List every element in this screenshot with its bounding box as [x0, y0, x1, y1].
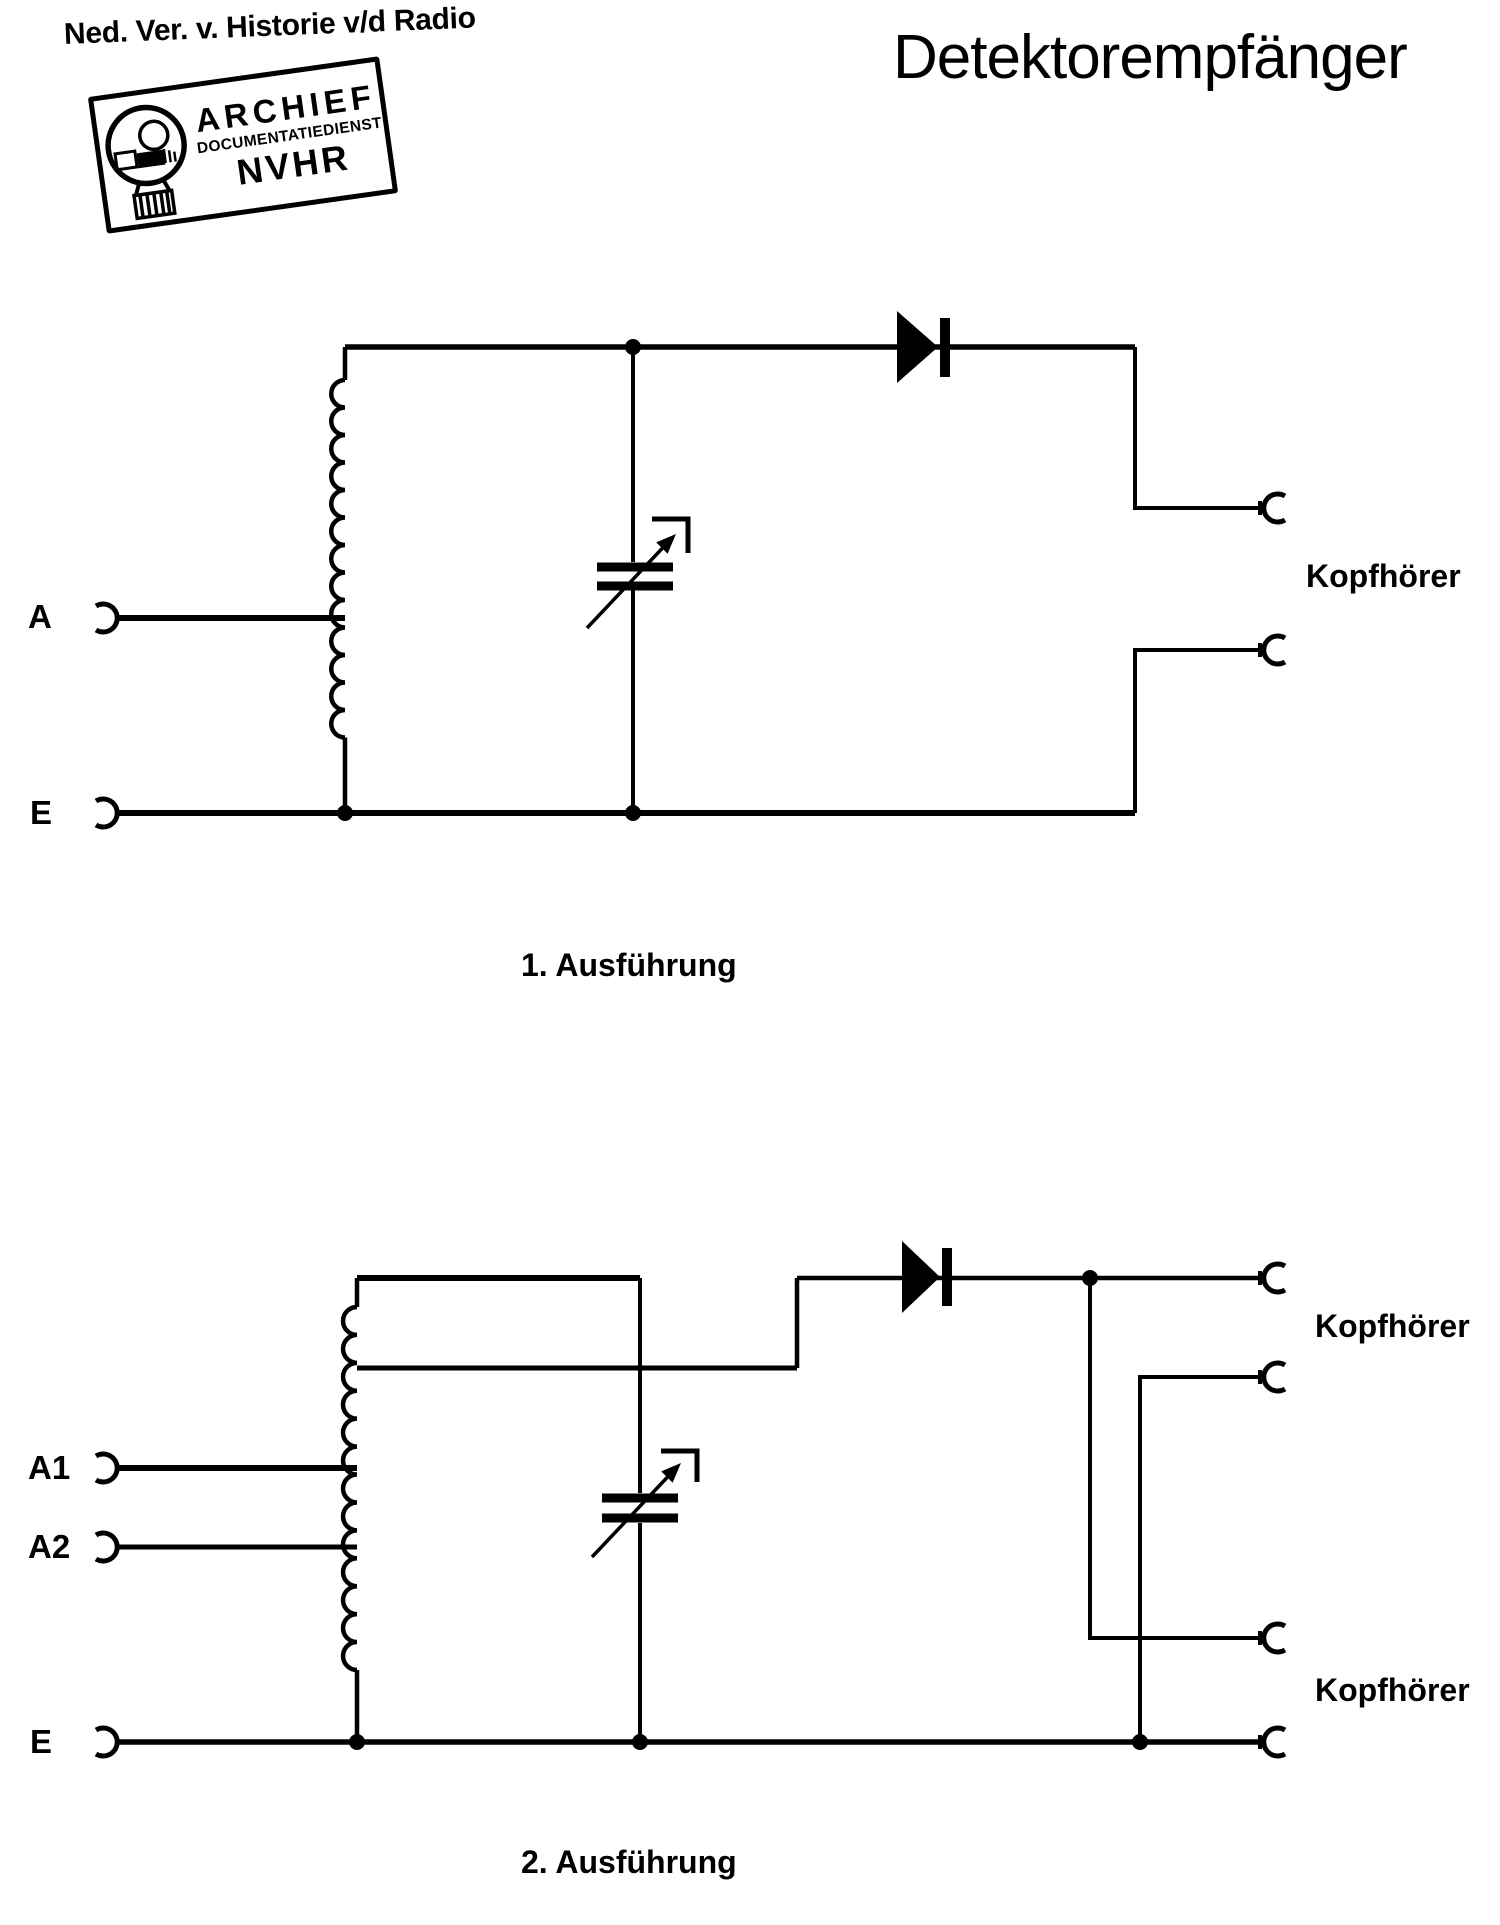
circuit-2: [94, 1241, 1287, 1759]
coil-icon: [329, 347, 348, 813]
headphone-terminal-icon: [1261, 1261, 1287, 1295]
circuit1-caption: 1. Ausführung: [521, 947, 737, 983]
variable-capacitor-icon: [590, 1278, 700, 1742]
headphone-terminal-icon: [1261, 1725, 1287, 1759]
antenna-connector-icon: [94, 601, 120, 635]
junction-dots: [349, 1270, 1148, 1750]
headphone-terminal-icon: [1261, 633, 1287, 667]
earth-connector-icon: [94, 1725, 120, 1759]
variable-capacitor-icon: [585, 347, 691, 813]
headphone-terminal-icon: [1261, 1621, 1287, 1655]
circuit-1: [94, 311, 1287, 830]
headphone-wire-top: [1133, 347, 1260, 510]
circuit2-headphone-bottom-label: Kopfhörer: [1315, 1672, 1470, 1708]
diode-icon: [902, 1241, 952, 1313]
headphone1-return-wire: [1088, 1278, 1260, 1640]
headphone2-feed-wire: [1138, 1375, 1260, 1742]
circuit2-earth-label: E: [30, 1723, 53, 1760]
circuit2-caption: 2. Ausführung: [521, 1844, 737, 1880]
page-title: Detektorempfänger: [893, 23, 1408, 92]
circuit1-earth-label: E: [30, 794, 53, 831]
coil-icon: [340, 1278, 360, 1742]
antenna2-connector-icon: [94, 1530, 120, 1564]
headphone-wire-bottom: [1133, 648, 1260, 813]
junction-dots: [337, 339, 641, 821]
diode-icon: [897, 311, 950, 383]
earth-connector-icon: [94, 796, 120, 830]
circuit2-headphone-top-label: Kopfhörer: [1315, 1308, 1470, 1344]
circuit2-antenna2-label: A2: [28, 1528, 71, 1565]
circuit1-headphone-label: Kopfhörer: [1306, 558, 1461, 594]
circuit1-antenna-label: A: [28, 598, 52, 635]
headphone-terminal-icon: [1261, 491, 1287, 525]
archive-stamp: ARCHIEF DOCUMENTATIEDIENST NVHR: [87, 56, 399, 234]
nvhr-balloon-logo-icon: [105, 104, 187, 221]
circuit2-antenna1-label: A1: [28, 1449, 71, 1486]
antenna1-connector-icon: [94, 1451, 120, 1485]
headphone-terminal-icon: [1261, 1360, 1287, 1394]
